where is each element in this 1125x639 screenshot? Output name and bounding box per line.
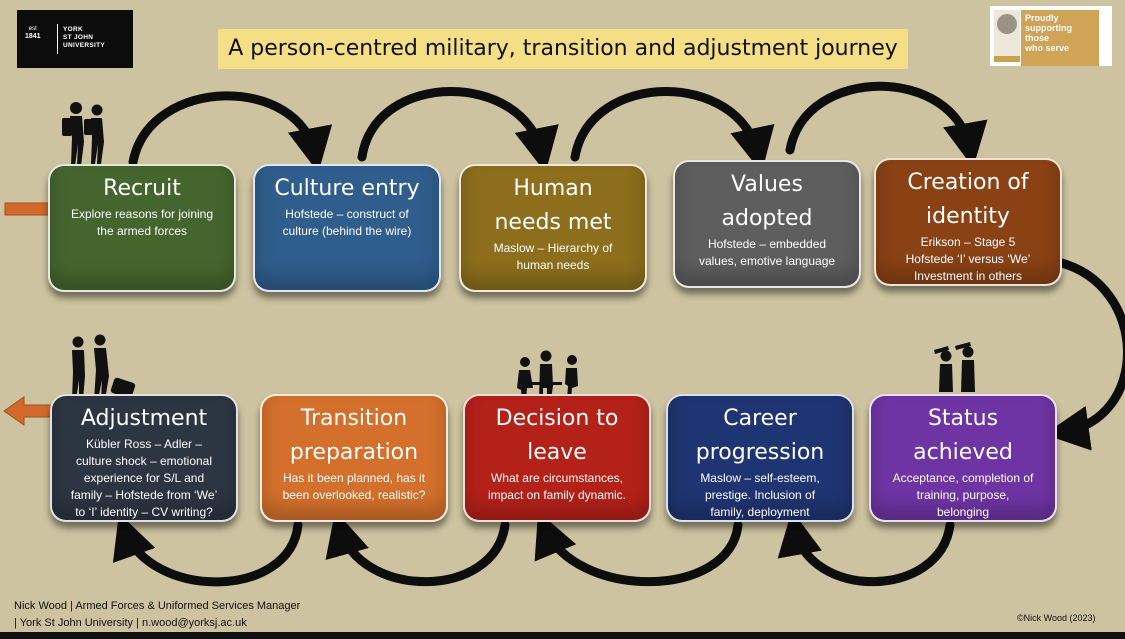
stage-heading: Status achieved (913, 406, 1013, 465)
armed-forces-covenant-logo: Proudly supporting those who serve (990, 6, 1112, 66)
exit-arrow-icon (3, 396, 55, 426)
stage-human-needs-met: Human needs met Maslow – Hierarchy of hu… (459, 164, 647, 292)
crest-band (994, 56, 1020, 62)
stage-heading: Career progression (695, 406, 825, 465)
saluting-pair-icon (934, 342, 975, 392)
logo-divider (57, 24, 58, 54)
loop-arrow-down (1044, 257, 1125, 451)
loop-arrow-5 (777, 510, 955, 587)
page-title: A person-centred military, transition an… (218, 29, 908, 69)
stage-detail: Kübler Ross – Adler – culture shock – em… (70, 437, 218, 519)
loop-arrow-3 (570, 87, 775, 173)
stage-detail: Maslow – Hierarchy of human needs (493, 241, 613, 272)
logo-university-name: YORK ST JOHN UNIVERSITY (63, 26, 106, 49)
stage-detail: Maslow – self-esteem, prestige. Inclusio… (700, 471, 820, 519)
loop-arrow-1 (128, 91, 333, 173)
walking-pair-icon (62, 102, 104, 166)
stage-career-progression: Career progression Maslow – self-esteem,… (666, 394, 854, 522)
stage-recruit: Recruit Explore reasons for joining the … (48, 164, 236, 292)
stage-decision-to-leave: Decision to leave What are circumstances… (463, 394, 651, 522)
stage-values-adopted: Values adopted Hofstede – embedded value… (673, 160, 861, 288)
stage-heading: Values adopted (721, 172, 813, 231)
loop-arrow-4 (785, 81, 988, 168)
footer-line-1: Nick Wood | Armed Forces & Uniformed Ser… (14, 600, 301, 612)
bottom-bar (0, 632, 1125, 639)
stage-transition-preparation: Transition preparation Has it been plann… (260, 394, 448, 522)
stage-detail: Acceptance, completion of training, purp… (892, 471, 1034, 519)
footer-line-2: | York St John University | n.wood@yorks… (14, 617, 247, 629)
stage-detail: Explore reasons for joining the armed fo… (70, 207, 214, 238)
stage-heading: Recruit (103, 176, 181, 201)
stage-heading: Culture entry (274, 176, 420, 201)
stage-adjustment: Adjustment Kübler Ross – Adler – culture… (50, 394, 238, 522)
stage-heading: Adjustment (80, 406, 208, 431)
stage-status-achieved: Status achieved Acceptance, completion o… (869, 394, 1057, 522)
stage-heading: Creation of identity (907, 170, 1029, 229)
travellers-icon (72, 334, 136, 400)
stage-heading: Human needs met (494, 176, 612, 235)
stage-detail: Hofstede – embedded values, emotive lang… (698, 237, 836, 268)
seated-group-icon (517, 350, 578, 400)
stage-detail: Has it been planned, has it been overloo… (282, 471, 426, 502)
copyright-notice: ©Nick Wood (2023) (1017, 613, 1096, 623)
stage-detail: Hofstede – construct of culture (behind … (282, 207, 412, 238)
loop-arrow-6 (534, 511, 743, 587)
stage-detail: What are circumstances, impact on family… (487, 471, 627, 502)
stage-creation-of-identity: Creation of identity Erikson – Stage 5 H… (874, 158, 1062, 286)
loop-arrow-7 (325, 510, 510, 587)
crest-emblem-icon (997, 14, 1017, 34)
loop-arrow-2 (357, 87, 559, 173)
covenant-tagline: Proudly supporting those who serve (1021, 10, 1099, 66)
footer-contact: Nick Wood | Armed Forces & Uniformed Ser… (14, 598, 300, 632)
stage-detail: Erikson – Stage 5 Hofstede ‘I’ versus ‘W… (905, 235, 1031, 283)
stage-heading: Transition preparation (289, 406, 419, 465)
stage-culture-entry: Culture entry Hofstede – construct of cu… (253, 164, 441, 292)
stage-heading: Decision to leave (495, 406, 619, 465)
loop-arrow-8 (112, 513, 303, 587)
